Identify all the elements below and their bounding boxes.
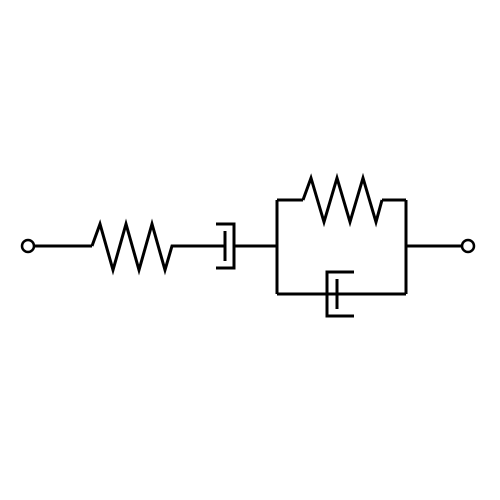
parallel-spring (301, 172, 384, 228)
left-terminal (20, 238, 36, 254)
right-terminal (460, 238, 476, 254)
series-spring (90, 218, 180, 276)
